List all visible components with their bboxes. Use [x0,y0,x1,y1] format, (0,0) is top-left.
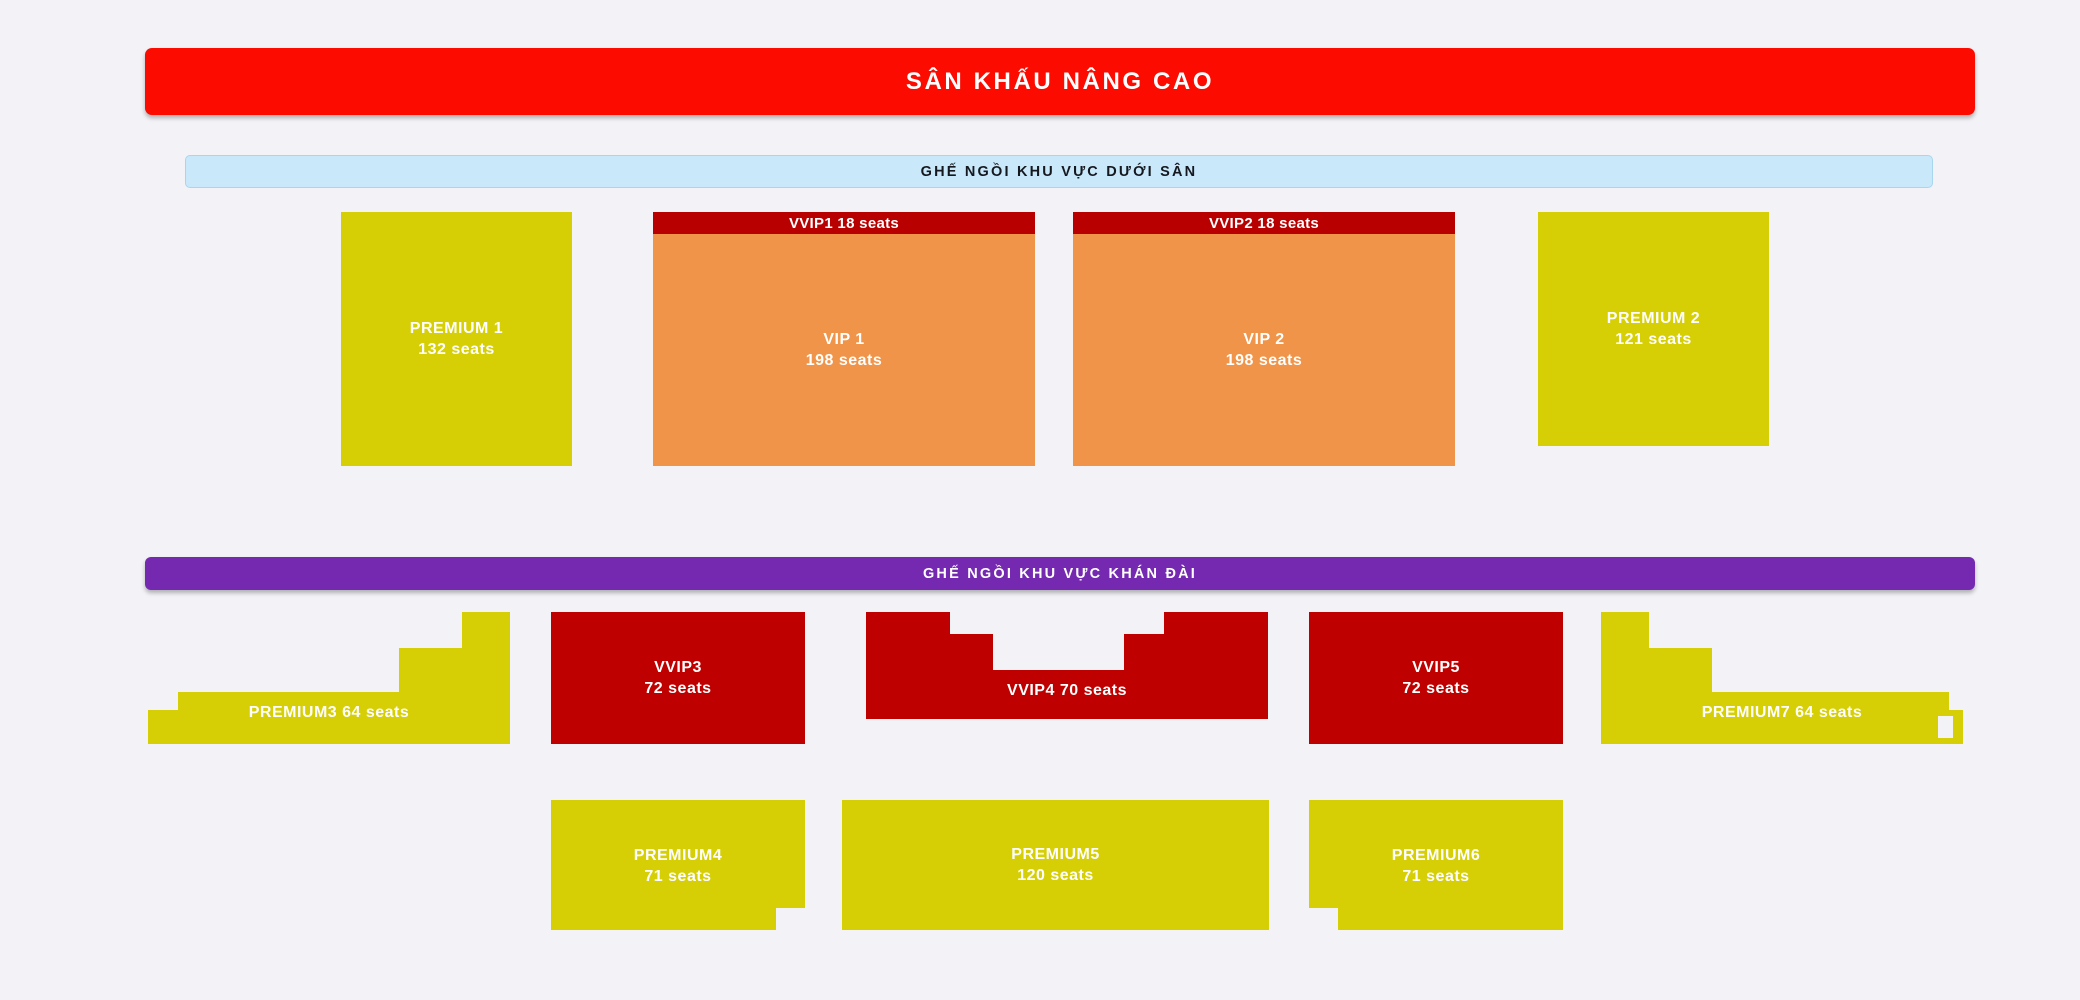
zone-vvip4-shape [866,612,1268,719]
zone-vvip5[interactable]: VVIP5 72 seats [1309,612,1563,744]
zone-vip-2-body: VIP 2 198 seats [1073,234,1455,466]
zone-vvip5-name: VVIP5 [1412,658,1460,676]
stand-section-banner: GHẾ NGỒI KHU VỰC KHÁN ĐÀI [145,557,1975,590]
zone-vvip2-label: VVIP2 18 seats [1208,214,1320,232]
stand-section-label: GHẾ NGỒI KHU VỰC KHÁN ĐÀI [922,565,1198,582]
zone-premium3-shape [148,612,510,744]
zone-vvip1-label: VVIP1 18 seats [788,214,900,232]
zone-premium-1[interactable]: PREMIUM 1 132 seats [341,212,572,466]
stage-banner[interactable]: SÂN KHẤU NÂNG CAO [145,48,1975,115]
floor-section-banner: GHẾ NGỒI KHU VỰC DƯỚI SÂN [185,155,1933,188]
zone-premium5-seats: 120 seats [1017,867,1094,884]
zone-premium7[interactable]: PREMIUM7 64 seats [1601,612,1963,744]
zone-vip-1-seats: 198 seats [805,352,883,369]
zone-vip-2[interactable]: VVIP2 18 seats VIP 2 198 seats [1073,212,1455,466]
zone-premium-2[interactable]: PREMIUM 2 121 seats [1538,212,1769,446]
zone-premium-1-seats: 132 seats [418,341,495,358]
zone-vip-2-seats: 198 seats [1225,352,1303,369]
zone-premium5[interactable]: PREMIUM5 120 seats [842,800,1269,930]
zone-vvip3-name: VVIP3 [654,658,702,676]
floor-section-label: GHẾ NGỒI KHU VỰC DƯỚI SÂN [920,163,1198,180]
zone-vvip4[interactable]: VVIP4 70 seats [866,612,1268,719]
stage-label: SÂN KHẤU NÂNG CAO [905,67,1215,95]
zone-premium4-shape [551,800,805,930]
zone-premium-1-name: PREMIUM 1 [409,319,504,337]
zone-premium5-name: PREMIUM5 [1011,845,1100,863]
zone-vip-2-name: VIP 2 [1243,330,1285,348]
zone-vvip3-seats: 72 seats [644,680,712,697]
zone-vvip1-header[interactable]: VVIP1 18 seats [653,212,1035,234]
zone-vip-1-body: VIP 1 198 seats [653,234,1035,466]
zone-premium6[interactable]: PREMIUM6 71 seats [1309,800,1563,930]
zone-vvip2-header[interactable]: VVIP2 18 seats [1073,212,1455,234]
zone-vip-1-name: VIP 1 [823,330,865,348]
zone-premium7-shape [1601,612,1963,744]
zone-premium-2-name: PREMIUM 2 [1606,309,1701,327]
zone-premium6-shape [1309,800,1563,930]
zone-premium-2-seats: 121 seats [1615,331,1692,348]
zone-premium4[interactable]: PREMIUM4 71 seats [551,800,805,930]
zone-vvip3[interactable]: VVIP3 72 seats [551,612,805,744]
zone-vip-1[interactable]: VVIP1 18 seats VIP 1 198 seats [653,212,1035,466]
zone-vvip5-seats: 72 seats [1402,680,1470,697]
zone-premium3[interactable]: PREMIUM3 64 seats [148,612,510,744]
